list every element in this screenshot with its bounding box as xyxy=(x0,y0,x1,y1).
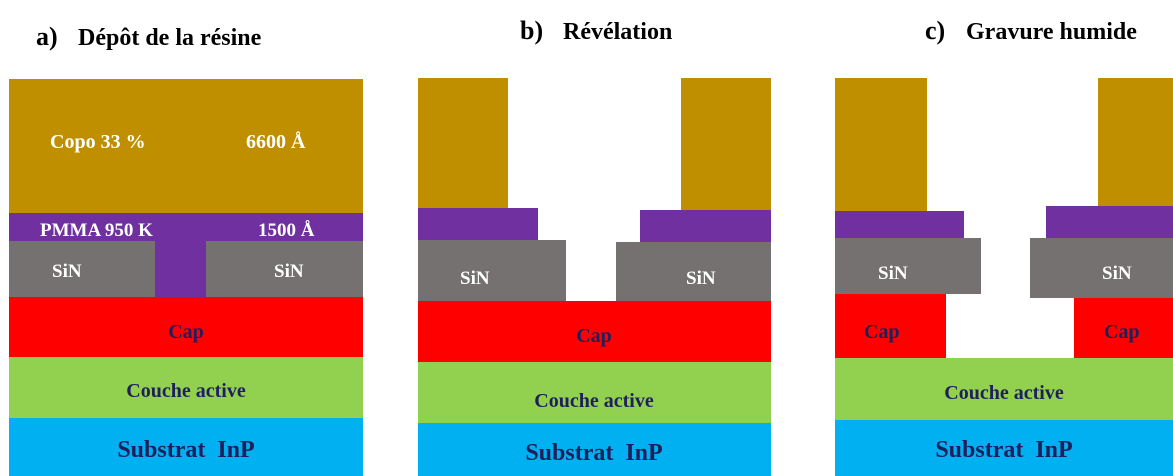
copo-layer xyxy=(9,79,363,213)
cap-layer xyxy=(9,297,363,357)
sin-left-label: SiN xyxy=(52,261,82,282)
pmma-opening-fill xyxy=(155,241,206,297)
cap-right-label: Cap xyxy=(1104,321,1140,343)
substrate-label: Substrat InP xyxy=(525,440,662,466)
pmma-right-block xyxy=(1046,206,1173,238)
copo-right-block xyxy=(1098,78,1173,206)
cap-layer xyxy=(418,301,771,362)
active-layer xyxy=(418,362,771,423)
pmma-layer xyxy=(9,213,363,241)
panel-c-letter: c) xyxy=(925,16,945,45)
pmma-thickness: 1500 Å xyxy=(258,220,315,241)
sin-left-block xyxy=(418,240,566,301)
panel-a-letter: a) xyxy=(36,22,58,51)
panel-b-letter: b) xyxy=(520,16,543,45)
active-label: Couche active xyxy=(534,390,654,412)
substrate-label: Substrat InP xyxy=(117,437,254,463)
cap-left-label: Cap xyxy=(864,321,900,343)
copo-left-block xyxy=(835,78,927,211)
panel-a: a) Dépôt de la résine Copo 33 % 6600 Å P… xyxy=(9,22,363,476)
panel-a-title: Dépôt de la résine xyxy=(78,25,262,51)
cap-right-block xyxy=(1074,298,1173,358)
sin-left-block xyxy=(835,238,981,294)
sin-left-block xyxy=(9,241,155,297)
pmma-right-block xyxy=(640,210,771,242)
cap-left-block xyxy=(835,294,946,358)
panel-c: c) Gravure humide SiN SiN Cap Cap Couche… xyxy=(835,16,1173,476)
pmma-left-block xyxy=(835,211,964,238)
sin-left-label: SiN xyxy=(878,263,908,284)
active-layer xyxy=(835,358,1173,420)
copo-thickness: 6600 Å xyxy=(246,130,306,153)
sin-right-block xyxy=(616,242,771,303)
sin-right-label: SiN xyxy=(1102,263,1132,284)
pmma-left-block xyxy=(418,208,538,240)
cap-label: Cap xyxy=(168,321,204,343)
substrate-layer xyxy=(835,420,1173,476)
cap-label: Cap xyxy=(576,325,612,347)
sin-right-block xyxy=(206,241,363,297)
substrate-layer xyxy=(9,418,363,476)
copo-right-block xyxy=(681,78,771,210)
substrate-layer xyxy=(418,423,771,476)
panel-c-title: Gravure humide xyxy=(966,19,1137,45)
copo-label: Copo 33 % xyxy=(50,131,146,153)
active-label: Couche active xyxy=(126,380,246,402)
panel-b: b) Révélation SiN SiN Cap Couche active … xyxy=(418,16,771,476)
pmma-label: PMMA 950 K xyxy=(40,220,153,241)
copo-left-block xyxy=(418,78,508,208)
substrate-label: Substrat InP xyxy=(935,437,1072,463)
active-layer xyxy=(9,357,363,418)
panel-b-title: Révélation xyxy=(563,19,672,45)
sin-right-label: SiN xyxy=(274,261,304,282)
sin-left-label: SiN xyxy=(460,268,490,289)
active-label: Couche active xyxy=(944,382,1064,404)
sin-right-label: SiN xyxy=(686,268,716,289)
sin-right-block xyxy=(1030,238,1173,298)
